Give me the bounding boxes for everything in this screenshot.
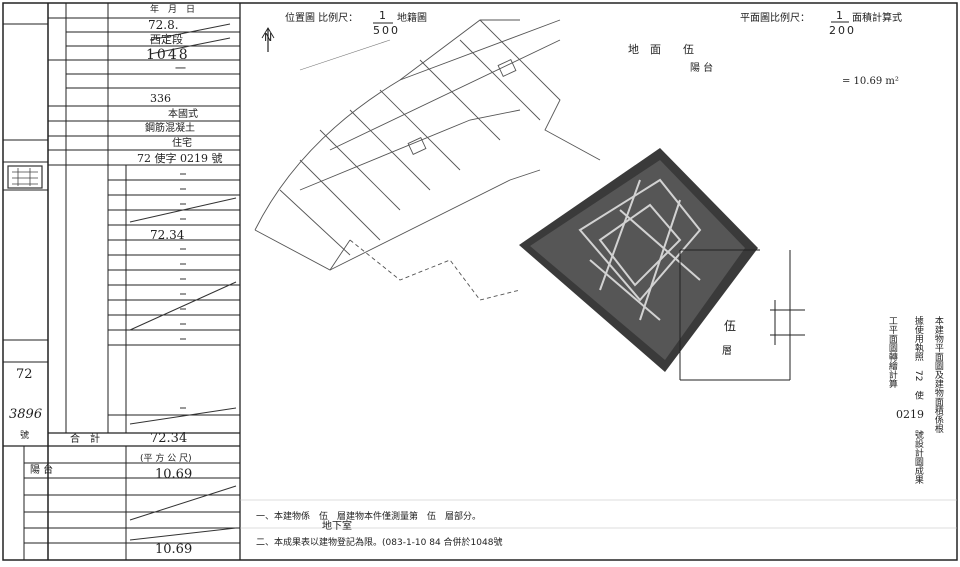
material-value: 鋼筋混凝土 — [145, 123, 195, 134]
balcony-total: 10.69 — [155, 542, 193, 557]
license-value: 72 使字 0219 號 — [137, 152, 223, 165]
note-1: 一、本建物係 伍 層建物本件僅測量第 伍 層部分。 — [256, 512, 482, 522]
north-label: N — [264, 31, 273, 44]
annex-balcony-label: 陽 台 — [30, 465, 54, 476]
usage-value: 住宅 — [172, 138, 192, 149]
balcony-area: 10.69 — [155, 467, 193, 482]
applicant-number-suffix: 號 — [20, 431, 30, 441]
location-scale-numerator: 1 — [379, 9, 386, 22]
floor-plan — [519, 148, 805, 381]
district-value: 西定段 — [150, 33, 183, 46]
area-floor5: 72.34 — [150, 228, 185, 242]
survey-date-value: 72.8. — [148, 18, 179, 32]
calc-balcony-label: 陽 台 — [690, 63, 714, 74]
total-label: 合 計 — [70, 434, 100, 445]
applicant-seal — [7, 165, 43, 189]
location-scale-label: 位置圖 比例尺： — [285, 13, 359, 24]
applicant-number-year: 72 — [16, 367, 33, 382]
house-number-value: 336 — [150, 92, 171, 105]
floor-scale-label: 平面圖比例尺： — [740, 13, 810, 24]
calc-ground-floor: 伍 — [683, 43, 694, 56]
right-note-col4: 號設計圖成果 — [912, 430, 923, 484]
right-note-col5: 工平面圖轉繪計算 — [886, 316, 897, 388]
calc-result: = 10.69 m² — [842, 76, 899, 87]
area-unit: (平 方 公 尺) — [140, 454, 192, 464]
road-value: 一 — [175, 62, 186, 75]
note-2: 二、本成果表以建物登記為限。(083-1-10 84 合併於1048號 — [256, 538, 503, 548]
location-scale-suffix: 地籍圖 — [397, 13, 427, 24]
applicant-number: 3896 — [9, 407, 43, 422]
location-scale-denominator: 500 — [373, 24, 400, 37]
floor-label-suffix: 層 — [722, 346, 732, 357]
survey-date-label: 年 月 日 — [150, 5, 196, 15]
lot-number-value: 1048 — [146, 47, 190, 63]
applicant-column — [3, 3, 49, 560]
structure-type-value: 本國式 — [168, 109, 198, 120]
note-1-extra: 地下室 — [322, 521, 352, 532]
floor-scale-numerator: 1 — [836, 9, 843, 22]
area-total: 72.34 — [150, 431, 188, 446]
form-table — [3, 3, 241, 560]
floor-scale-suffix: 面積計算式 — [852, 13, 902, 24]
location-map — [254, 19, 601, 301]
floor-scale-denominator: 200 — [829, 24, 856, 37]
right-note-col3: 0219 — [896, 408, 924, 421]
right-note-col2: 據使用執照 72 使 — [912, 316, 923, 400]
floor-label: 伍 — [724, 319, 737, 333]
floor-plan-seal — [548, 176, 698, 326]
calc-ground-label: 地 面 — [628, 43, 661, 56]
right-note-col1: 本建物平面圖及建物面積係根 — [932, 316, 943, 433]
